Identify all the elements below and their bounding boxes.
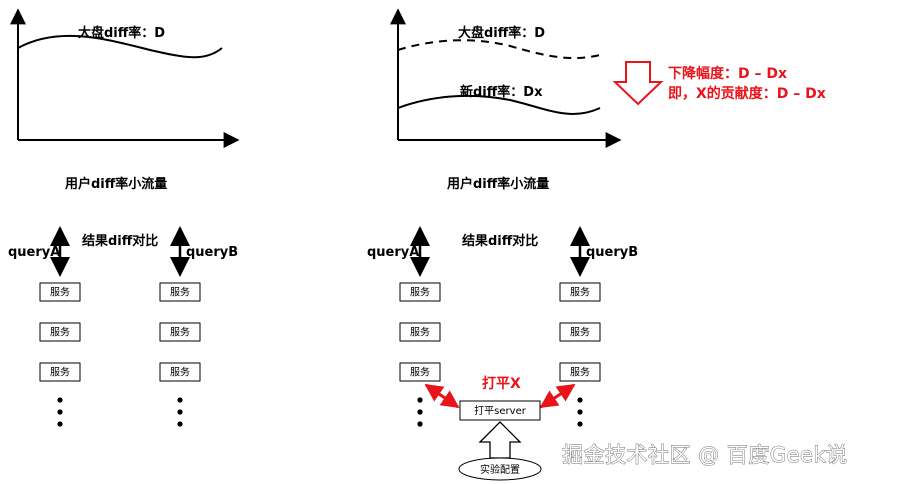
service-box: [39, 362, 81, 382]
service-box: [399, 322, 441, 342]
ellipsis-dots: [57, 397, 63, 427]
service-box: [39, 282, 81, 302]
right-service-column-a: 服务 服务 服务: [399, 282, 441, 427]
right-service-column-b: 服务 服务 服务: [559, 282, 601, 382]
left-caption: 用户diff率小流量: [64, 176, 167, 192]
left-query-b-label: queryB: [186, 245, 238, 260]
watermark: 掘金技术社区 @ 百度Geek说: [562, 443, 848, 467]
service-box-label: 服务: [170, 366, 190, 379]
service-box: [159, 322, 201, 342]
flatten-server-label: 打平server: [474, 404, 527, 417]
left-query-a-label: queryA: [8, 245, 60, 260]
annotation-line-2: 即，X的贡献度：D – Dx: [668, 85, 826, 102]
service-box: [559, 282, 601, 302]
left-chart: 大盘diff率：D: [10, 8, 240, 148]
right-chart-label-new: 新diff率：Dx: [460, 84, 543, 100]
service-box: [399, 282, 441, 302]
flatten-label: 打平X: [482, 375, 521, 392]
left-compare-label: 结果diff对比: [82, 233, 158, 249]
left-chart-label: 大盘diff率：D: [78, 25, 165, 41]
annotation-line-1: 下降幅度：D – Dx: [668, 65, 787, 82]
service-box: [39, 322, 81, 342]
ellipsis-dots: [177, 397, 183, 427]
service-box-label: 服务: [410, 326, 430, 339]
experiment-config-label: 实验配置: [480, 463, 520, 476]
service-box-label: 服务: [50, 366, 70, 379]
left-panel: 大盘diff率：D 用户diff率小流量 queryA 结果diff对比 que…: [8, 8, 240, 427]
service-box-label: 服务: [410, 286, 430, 299]
left-service-column-b: 服务 服务 服务: [159, 282, 201, 427]
right-query-b-label: queryB: [586, 245, 638, 260]
experiment-config-ellipse: [458, 457, 542, 481]
service-box-label: 服务: [410, 366, 430, 379]
right-original-diff-curve: [397, 39, 601, 60]
service-box-label: 服务: [170, 326, 190, 339]
service-box-label: 服务: [50, 326, 70, 339]
service-box: [559, 362, 601, 382]
right-new-diff-curve: [397, 94, 601, 115]
service-box-label: 服务: [570, 326, 590, 339]
service-box: [159, 362, 201, 382]
right-caption: 用户diff率小流量: [446, 176, 549, 192]
flatten-arrow-left: [424, 383, 460, 409]
right-panel: 大盘diff率：D 新diff率：Dx 下降幅度：D – Dx 即，X的贡献度：…: [367, 8, 826, 481]
config-up-arrow-icon: [478, 421, 522, 459]
flatten-server-box: [459, 400, 541, 421]
right-query-a-label: queryA: [367, 245, 419, 260]
left-diff-curve: [17, 34, 223, 59]
service-box-label: 服务: [170, 286, 190, 299]
service-box: [559, 322, 601, 342]
service-box: [399, 362, 441, 382]
service-box-label: 服务: [570, 286, 590, 299]
right-chart-label-dashed: 大盘diff率：D: [458, 25, 545, 41]
service-box-label: 服务: [50, 286, 70, 299]
left-service-column-a: 服务 服务 服务: [39, 282, 81, 427]
decrease-arrow-icon: [612, 61, 664, 106]
right-chart: 大盘diff率：D 新diff率：Dx: [390, 8, 622, 148]
flatten-arrow-right: [539, 383, 576, 409]
service-box-label: 服务: [570, 366, 590, 379]
right-ellipsis-dots: [417, 397, 583, 427]
right-compare-label: 结果diff对比: [462, 233, 538, 249]
service-box: [159, 282, 201, 302]
